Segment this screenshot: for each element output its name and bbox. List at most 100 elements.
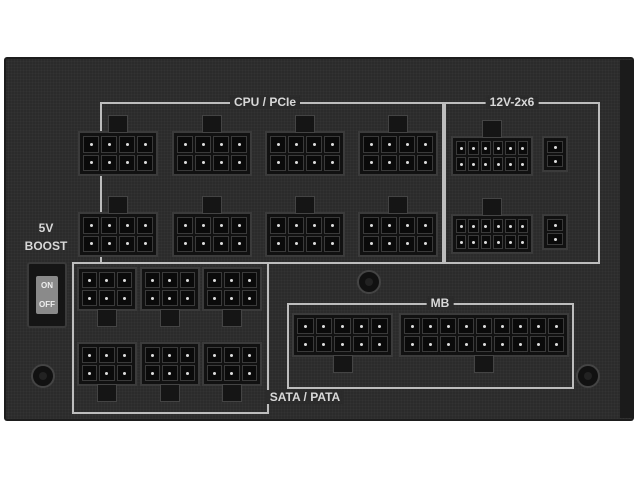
- boost-label: BOOST: [24, 239, 68, 253]
- pin-socket: [224, 347, 240, 363]
- pin-socket: [213, 235, 229, 252]
- pin-socket: [179, 290, 195, 306]
- sata-pata-port[interactable]: [202, 342, 262, 386]
- pin-socket: [548, 336, 564, 352]
- pin-socket: [417, 154, 433, 171]
- connector-latch: [222, 384, 242, 402]
- sata-pata-port[interactable]: [77, 267, 137, 311]
- connector-latch: [222, 309, 242, 327]
- pin-socket: [195, 136, 211, 153]
- connector-latch: [202, 196, 222, 214]
- 5v-boost-switch[interactable]: ON OFF: [27, 262, 67, 328]
- 12v-2x6-port[interactable]: [451, 136, 533, 176]
- pin-socket: [231, 154, 247, 171]
- pin-socket: [231, 217, 247, 234]
- pin-socket: [162, 347, 178, 363]
- sata-pata-port[interactable]: [140, 267, 200, 311]
- pin-socket: [417, 136, 433, 153]
- pin-socket: [480, 219, 491, 233]
- pin-socket: [324, 217, 340, 234]
- pin-socket: [381, 154, 397, 171]
- sata-pata-port[interactable]: [202, 267, 262, 311]
- cpu-pcie-port[interactable]: [358, 212, 438, 257]
- pin-socket: [324, 154, 340, 171]
- pin-socket: [82, 290, 98, 306]
- mb-10pin-port[interactable]: [292, 313, 393, 357]
- pin-socket: [315, 336, 333, 352]
- pin-socket: [530, 336, 546, 352]
- pin-socket: [512, 336, 528, 352]
- pin-socket: [422, 318, 438, 334]
- pin-socket: [547, 219, 563, 231]
- mb-18pin-port[interactable]: [399, 313, 569, 357]
- cpu-pcie-port[interactable]: [265, 131, 345, 176]
- pin-socket: [101, 136, 117, 153]
- 12v-2x6-port[interactable]: [451, 214, 533, 254]
- cpu-pcie-port[interactable]: [172, 131, 252, 176]
- pin-socket: [530, 318, 546, 334]
- pin-socket: [324, 136, 340, 153]
- rocker[interactable]: ON OFF: [36, 276, 58, 314]
- pin-socket: [83, 136, 99, 153]
- pin-socket: [363, 136, 379, 153]
- pin-socket: [494, 336, 510, 352]
- pin-socket: [99, 347, 115, 363]
- pin-socket: [99, 290, 115, 306]
- pin-socket: [547, 141, 563, 153]
- pin-socket: [468, 157, 479, 171]
- pin-socket: [145, 347, 161, 363]
- pin-socket: [145, 272, 161, 288]
- connector-latch: [295, 196, 315, 214]
- pin-socket: [440, 336, 456, 352]
- pin-socket: [145, 365, 161, 381]
- 12v-2x6-label: 12V-2x6: [485, 95, 539, 109]
- pin-socket: [137, 217, 153, 234]
- pin-socket: [179, 347, 195, 363]
- sata-pata-port[interactable]: [140, 342, 200, 386]
- pin-socket: [492, 157, 504, 171]
- pin-socket: [179, 365, 195, 381]
- pin-socket: [195, 235, 211, 252]
- pin-socket: [270, 235, 286, 252]
- pin-socket: [306, 136, 322, 153]
- pin-socket: [417, 217, 433, 234]
- pin-socket: [363, 235, 379, 252]
- sata-pata-group: [72, 262, 269, 414]
- pin-socket: [440, 318, 456, 334]
- pin-socket: [492, 219, 504, 233]
- pin-socket: [324, 235, 340, 252]
- pin-socket: [399, 136, 415, 153]
- connector-latch: [482, 198, 502, 216]
- pin-socket: [83, 235, 99, 252]
- pin-socket: [179, 272, 195, 288]
- cpu-pcie-port[interactable]: [78, 212, 158, 257]
- pin-socket: [241, 365, 257, 381]
- pin-socket: [119, 136, 135, 153]
- pin-socket: [404, 336, 420, 352]
- cpu-pcie-port[interactable]: [265, 212, 345, 257]
- pin-socket: [480, 157, 491, 171]
- pin-socket: [547, 155, 563, 167]
- pin-socket: [99, 272, 115, 288]
- pin-socket: [119, 154, 135, 171]
- pin-socket: [458, 318, 474, 334]
- sata-pata-port[interactable]: [77, 342, 137, 386]
- cpu-pcie-port[interactable]: [172, 212, 252, 257]
- pin-socket: [456, 141, 467, 155]
- cpu-pcie-port[interactable]: [78, 131, 158, 176]
- pin-socket: [177, 136, 193, 153]
- connector-latch: [388, 196, 408, 214]
- connector-latch: [97, 309, 117, 327]
- pin-socket: [417, 235, 433, 252]
- cpu-pcie-port[interactable]: [358, 131, 438, 176]
- pin-socket: [517, 157, 528, 171]
- pin-socket: [145, 290, 161, 306]
- pin-socket: [306, 217, 322, 234]
- connector-latch: [108, 115, 128, 133]
- pin-socket: [505, 235, 516, 249]
- pin-socket: [137, 154, 153, 171]
- pin-socket: [334, 318, 351, 334]
- sense-port[interactable]: [542, 136, 568, 172]
- pin-socket: [505, 141, 516, 155]
- sense-port[interactable]: [542, 214, 568, 250]
